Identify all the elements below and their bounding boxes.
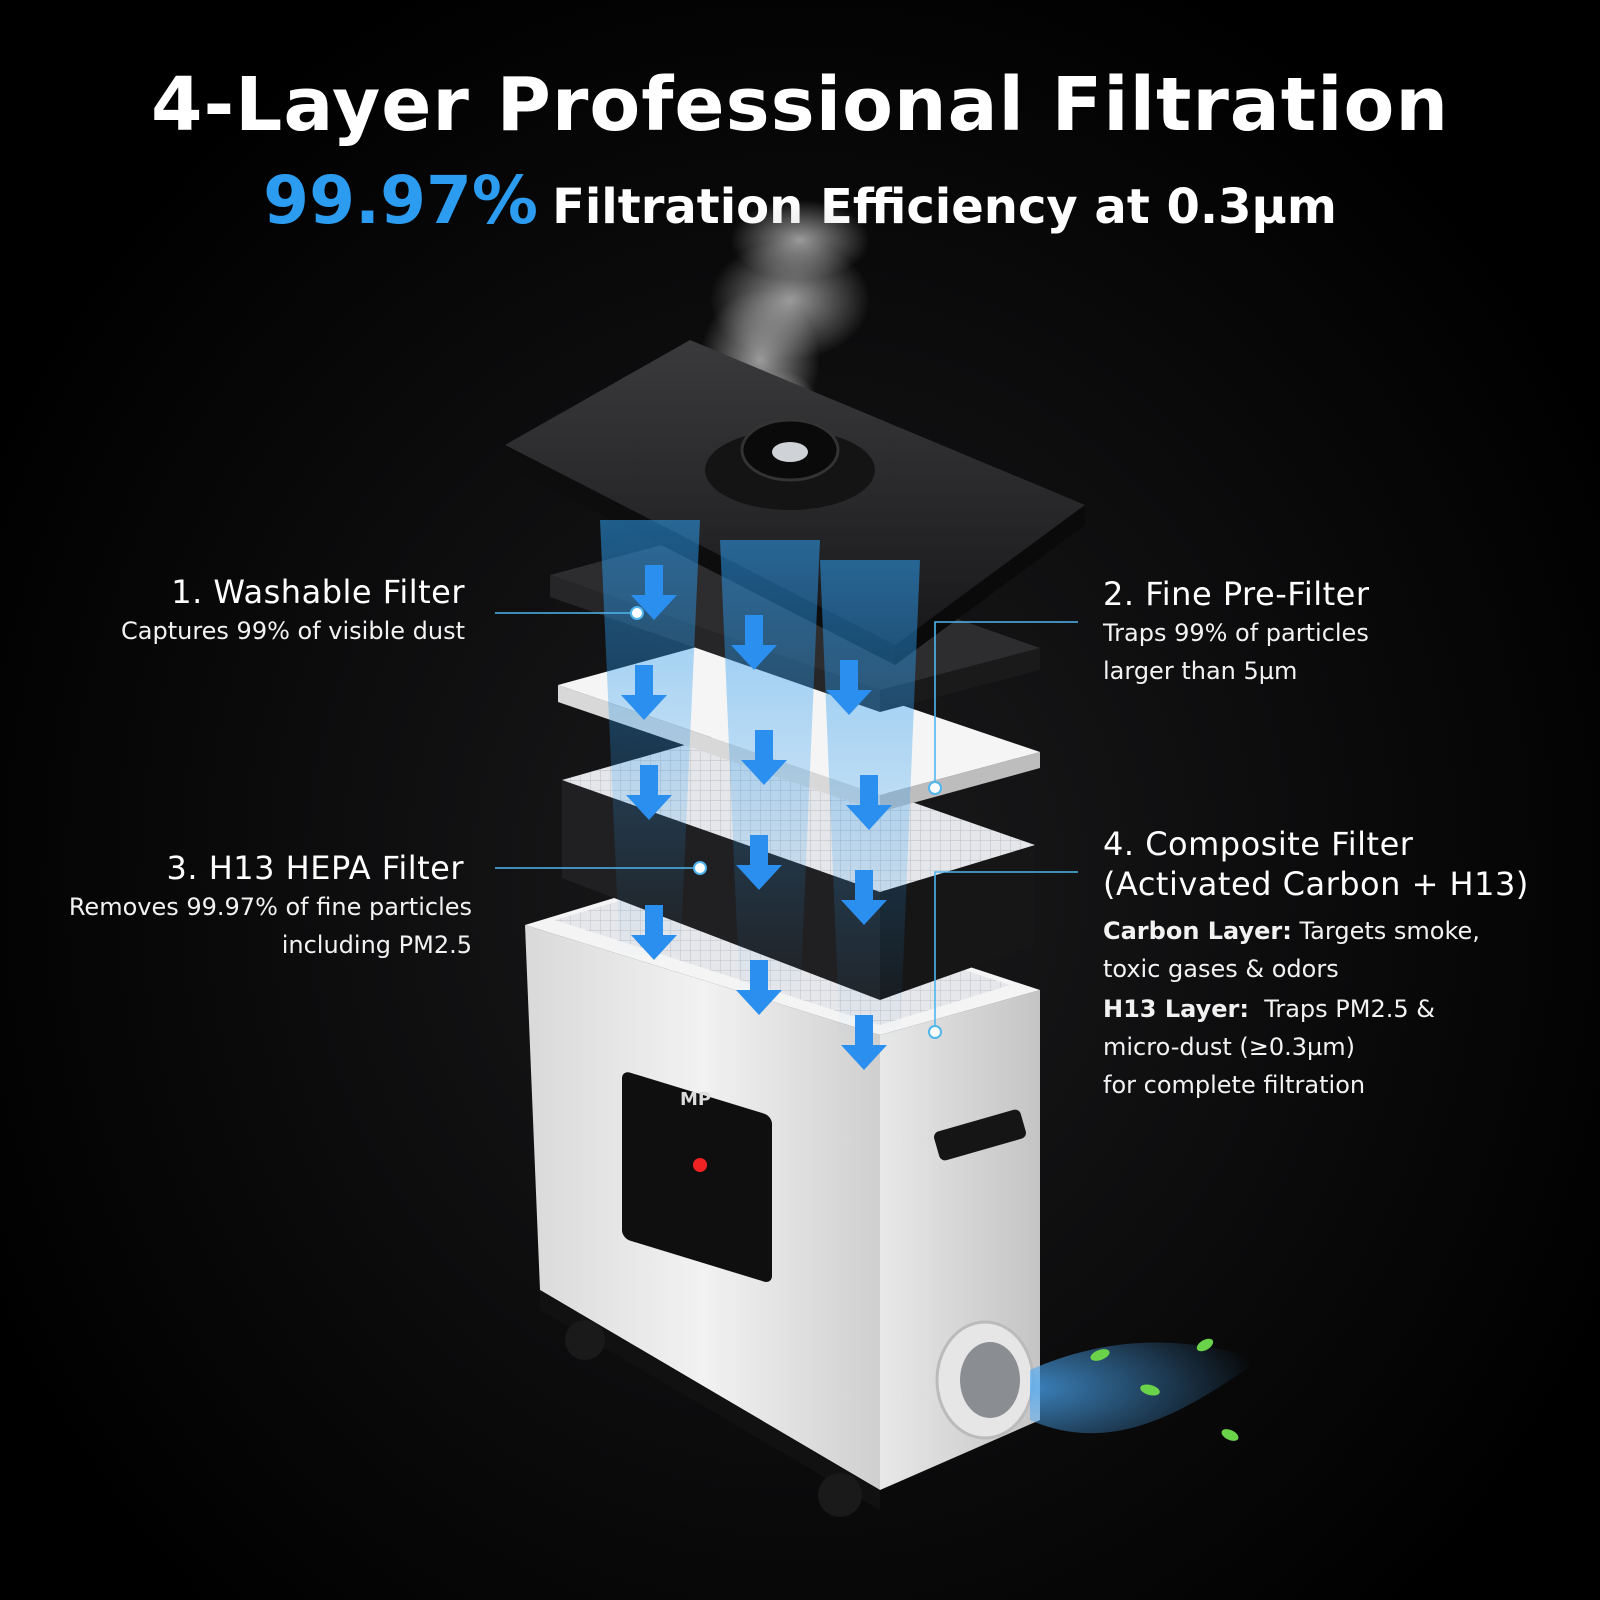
fine-prefilter-title: 2. Fine Pre-Filter <box>1103 575 1370 613</box>
h13-layer-text: Traps PM2.5 & <box>1248 995 1435 1023</box>
fine-prefilter-desc-line1: Traps 99% of particles <box>1103 619 1369 647</box>
control-panel <box>622 1072 772 1282</box>
h13-layer-line3: for complete filtration <box>1103 1071 1366 1099</box>
composite-filter-title-line2: (Activated Carbon + H13) <box>1103 865 1529 903</box>
hepa-filter-desc-line2: including PM2.5 <box>281 931 472 959</box>
wheel <box>818 1473 862 1517</box>
composite-filter-callout: 4. Composite Filter (Activated Carbon + … <box>1103 824 1529 1104</box>
carbon-layer-line2: toxic gases & odors <box>1103 955 1339 983</box>
efficiency-subtitle: 99.97%Filtration Efficiency at 0.3µm <box>0 162 1600 239</box>
washable-filter-title: 1. Washable Filter <box>171 573 465 611</box>
down-arrow-icons <box>621 565 892 1070</box>
fine-prefilter-callout: 2. Fine Pre-Filter Traps 99% of particle… <box>1103 574 1369 690</box>
wheel <box>565 1320 605 1360</box>
leaf-particles <box>1090 1338 1239 1441</box>
composite-filter-title-line1: 4. Composite Filter <box>1103 825 1414 863</box>
washable-filter-desc: Captures 99% of visible dust <box>121 617 465 645</box>
h13-layer-line2: micro-dust (≥0.3µm) <box>1103 1033 1356 1061</box>
fine-prefilter-desc-line2: larger than 5µm <box>1103 657 1298 685</box>
efficiency-value: 99.97% <box>263 162 539 239</box>
washable-filter-callout: 1. Washable Filter Captures 99% of visib… <box>121 572 465 650</box>
callout-dots <box>630 606 942 1039</box>
carbon-layer-text: Targets smoke, <box>1291 917 1480 945</box>
carbon-layer-label: Carbon Layer: <box>1103 917 1292 945</box>
callout-lines <box>495 612 1078 1032</box>
efficiency-text: Filtration Efficiency at 0.3µm <box>552 179 1337 235</box>
hepa-filter-callout: 3. H13 HEPA Filter Removes 99.97% of fin… <box>69 848 472 964</box>
hepa-filter-desc-line1: Removes 99.97% of fine particles <box>68 893 472 921</box>
hepa-filter-title: 3. H13 HEPA Filter <box>166 849 464 887</box>
h13-layer-label: H13 Layer: <box>1103 995 1249 1023</box>
side-handle <box>934 1109 1026 1161</box>
carbon-layer-line1: Carbon Layer: Targets smoke, <box>1103 912 1529 950</box>
page-title: 4-Layer Professional Filtration <box>150 62 1450 148</box>
h13-layer-line1: H13 Layer: Traps PM2.5 & <box>1103 990 1529 1028</box>
brand-logo: MP <box>680 1089 711 1110</box>
